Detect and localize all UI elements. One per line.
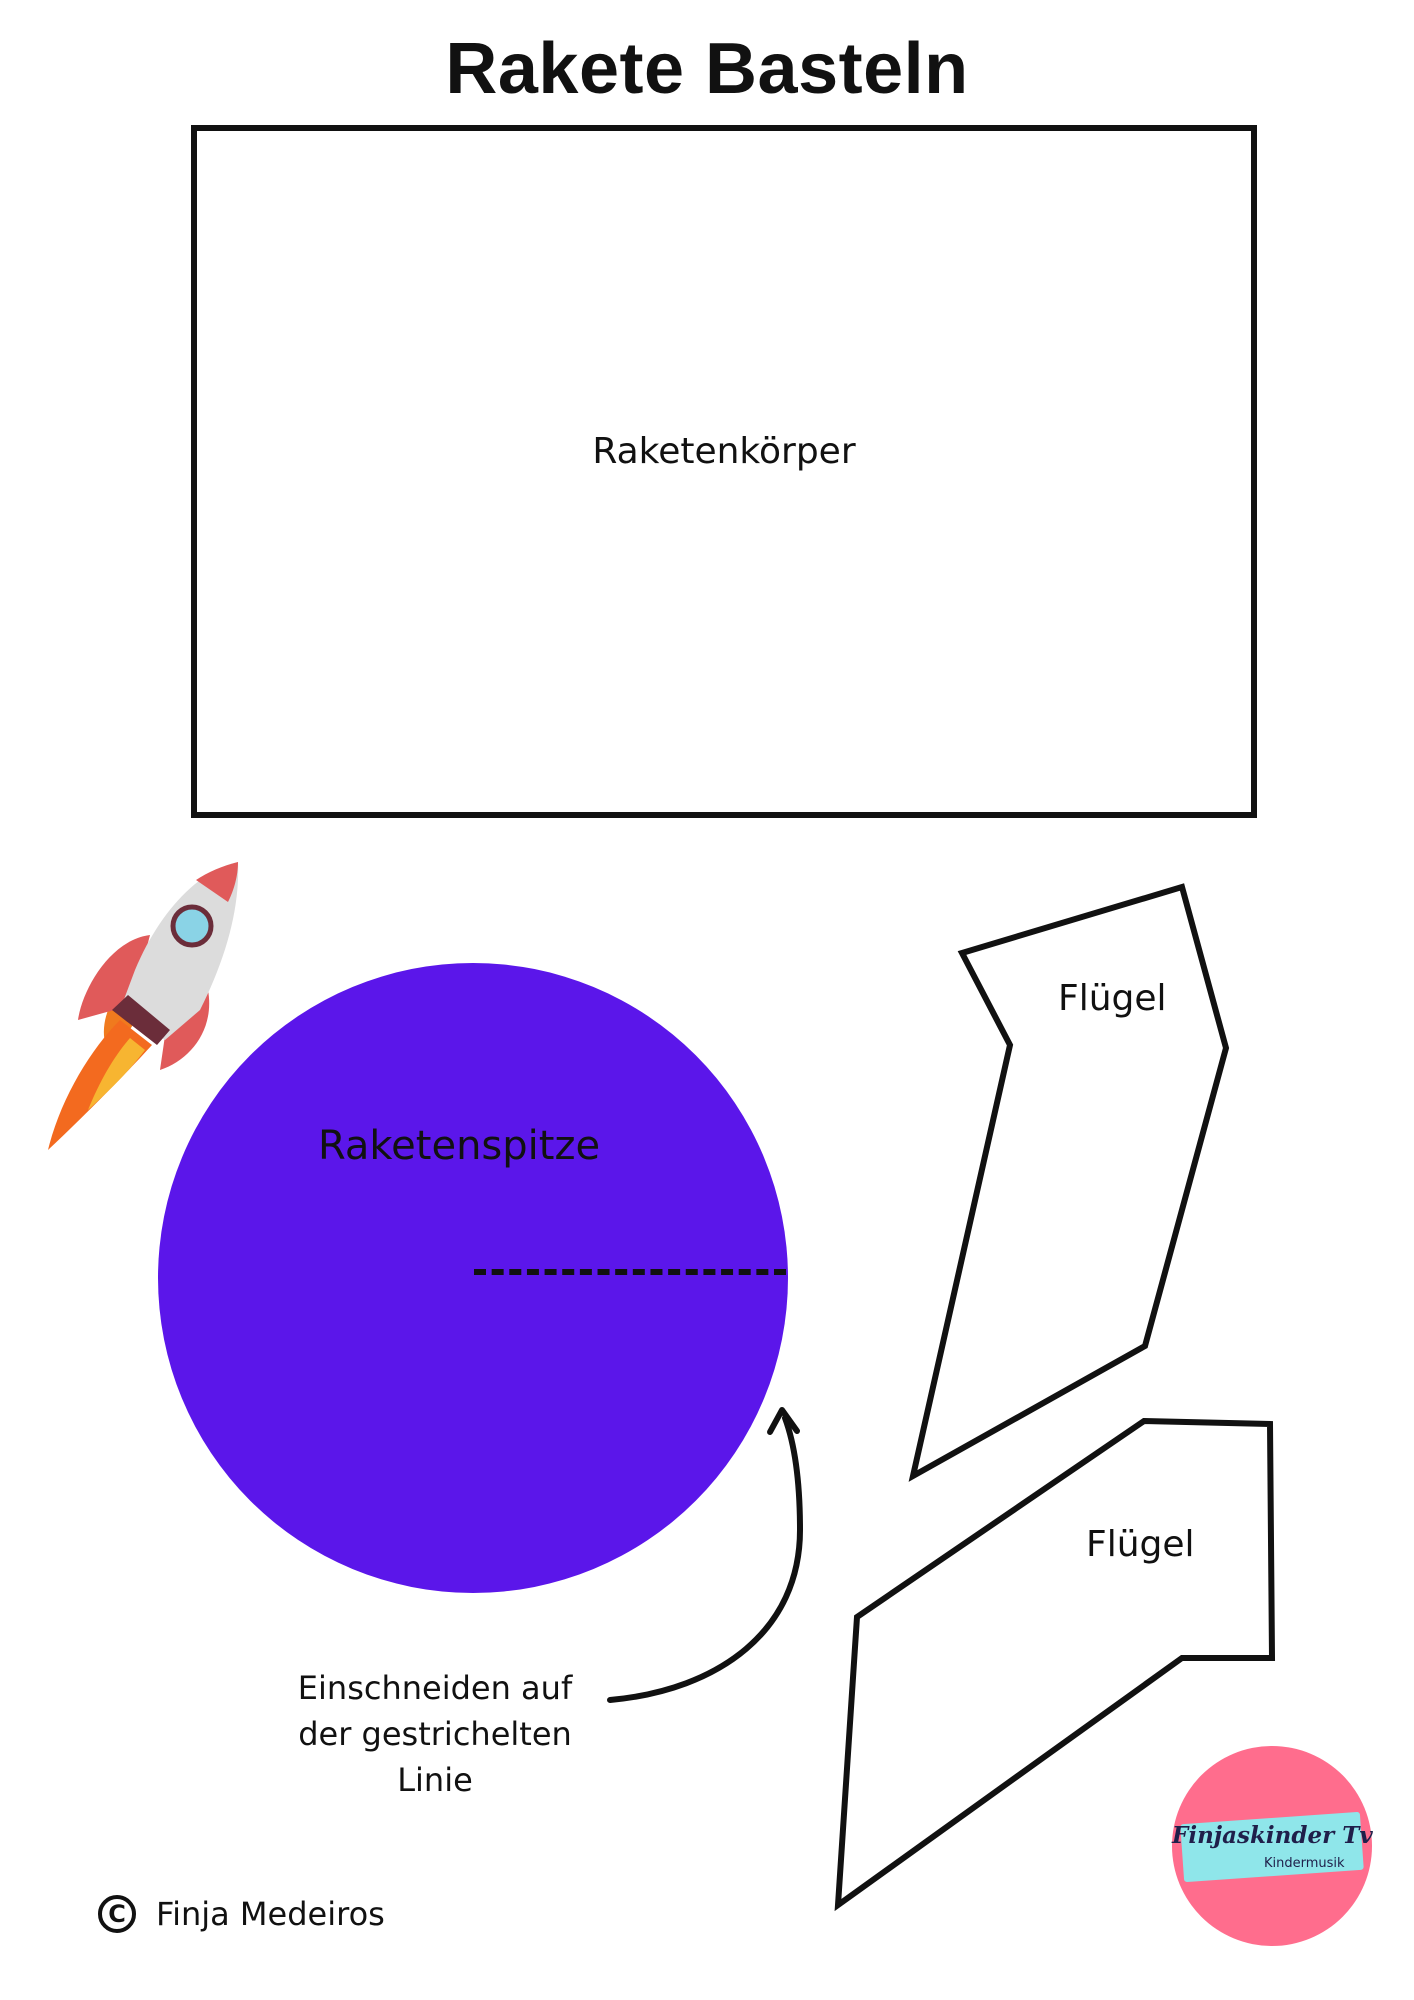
brand-logo: Finjaskinder Tv Kindermusik [1172, 1746, 1373, 1946]
rocket-body-label: Raketenkörper [592, 431, 856, 472]
cut-instruction-line-3: Linie [397, 1761, 473, 1799]
cut-line-dashed [474, 1269, 786, 1275]
copyright-notice: C Finja Medeiros [98, 1895, 385, 1933]
wing-template-1 [908, 883, 1230, 1482]
logo-subtitle: Kindermusik [1264, 1856, 1345, 1871]
logo-name: Finjaskinder Tv [1172, 1822, 1373, 1849]
cut-instruction: Einschneiden auf der gestrichelten Linie [270, 1665, 600, 1803]
copyright-icon: C [98, 1895, 136, 1933]
rocket-nose-template: Raketenspitze [158, 963, 788, 1593]
wing-label-1: Flügel [1058, 978, 1167, 1019]
wing-label-2: Flügel [1086, 1524, 1195, 1565]
rocket-body-template: Raketenkörper [191, 125, 1257, 818]
cut-instruction-line-1: Einschneiden auf [297, 1669, 573, 1707]
page-title: Rakete Basteln [445, 29, 969, 109]
cut-instruction-line-2: der gestrichelten [298, 1715, 572, 1753]
rocket-nose-label: Raketenspitze [318, 1123, 601, 1169]
copyright-name: Finja Medeiros [156, 1895, 385, 1933]
